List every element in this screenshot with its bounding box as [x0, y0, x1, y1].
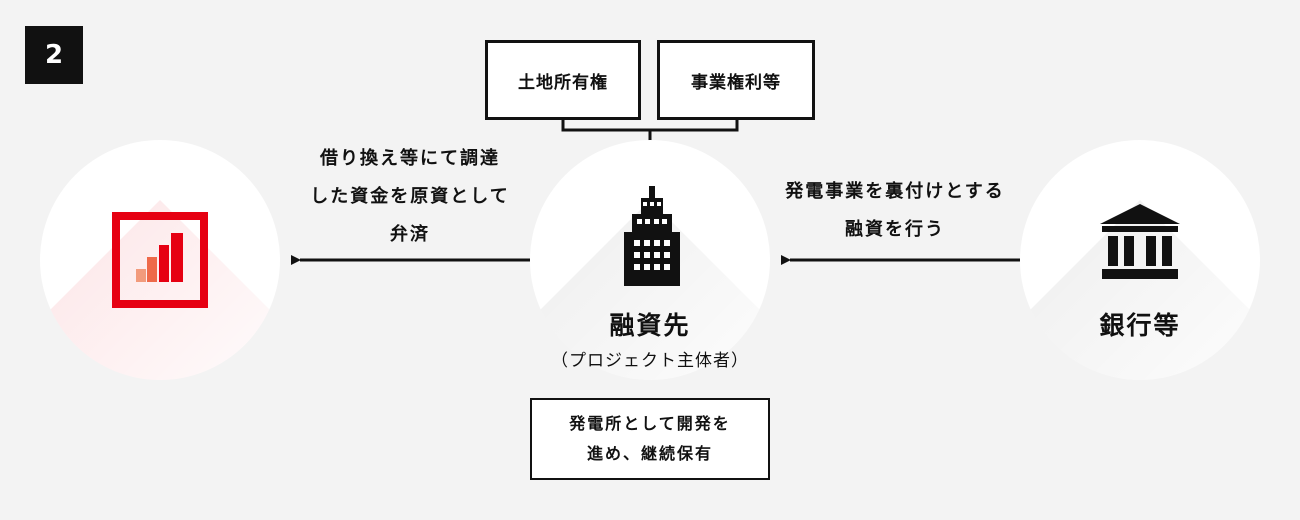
project-name: 融資先: [609, 311, 691, 340]
financing-caption: 発電事業を裏付けとする 融資を行う: [760, 173, 1030, 249]
caption-line: 借り換え等にて調達: [320, 148, 500, 169]
brand-logo-icon: [112, 212, 208, 308]
step-badge: 2: [25, 26, 83, 84]
caption-line: 発電事業を裏付けとする: [785, 181, 1005, 202]
asset-bracket-line: [561, 118, 739, 142]
project-subtitle: （プロジェクト主体者）: [551, 351, 749, 371]
business-rights-box: 事業権利等: [657, 40, 815, 120]
note-line: 発電所として開発を: [569, 414, 731, 433]
bank-circle: [1020, 140, 1260, 380]
project-circle: [530, 140, 770, 380]
land-ownership-box: 土地所有権: [485, 40, 641, 120]
repayment-caption: 借り換え等にて調達 した資金を原資として 弁済: [270, 140, 550, 254]
caption-line: 融資を行う: [845, 219, 945, 240]
caption-line: した資金を原資として: [310, 186, 510, 207]
project-note-box: 発電所として開発を 進め、継続保有: [530, 398, 770, 480]
investor-circle: [40, 140, 280, 380]
bank-icon: [1100, 204, 1180, 279]
caption-line: 弁済: [390, 224, 430, 245]
note-line: 進め、継続保有: [586, 444, 713, 463]
building-icon: [624, 186, 680, 286]
bank-name: 銀行等: [1099, 311, 1181, 340]
